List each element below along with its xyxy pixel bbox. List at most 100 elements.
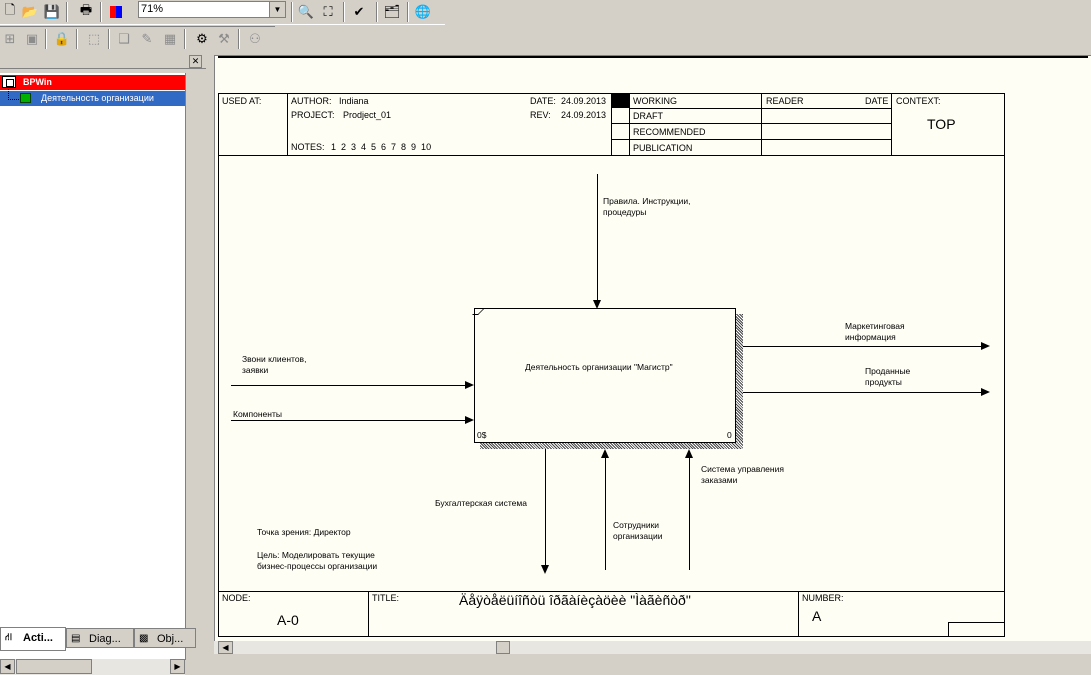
model-properties-icon[interactable]: ⚙ bbox=[196, 31, 208, 47]
open-folder-icon[interactable]: 📂 bbox=[21, 4, 39, 20]
arrow-head bbox=[593, 300, 601, 309]
secondary-toolbar: ⊞ ▣ 🔒 ⬚ ❑ ✎ ▦ ⚙ ⚒ ⚇ bbox=[0, 26, 275, 53]
date-label: DATE: bbox=[530, 96, 556, 106]
tab-objects[interactable]: ▩ Obj... bbox=[134, 628, 196, 648]
project-label: PROJECT: bbox=[291, 110, 335, 120]
viewpoint-text[interactable]: Точка зрения: Директор bbox=[257, 527, 351, 537]
input-label-1[interactable]: Звони клиентов, заявки bbox=[242, 354, 307, 375]
page-border bbox=[218, 56, 1088, 58]
divider bbox=[611, 123, 892, 124]
scroll-thumb[interactable] bbox=[16, 659, 92, 674]
navigator-icon[interactable]: 🌐 bbox=[414, 4, 432, 20]
close-icon[interactable]: ✕ bbox=[189, 55, 202, 68]
purpose-text[interactable]: Цель: Моделировать текущие бизнес-процес… bbox=[257, 550, 378, 571]
input-arrow-1[interactable] bbox=[231, 385, 465, 386]
tree-item-label: BPWin bbox=[23, 77, 52, 87]
status-working: WORKING bbox=[633, 96, 677, 106]
document-icon[interactable]: ❑ bbox=[118, 31, 130, 47]
activity-name[interactable]: Деятельность организации "Магистр" bbox=[525, 362, 673, 372]
canvas-horizontal-scrollbar[interactable]: ◀ bbox=[214, 641, 1091, 654]
tree-item-activity[interactable]: Деятельность организации bbox=[0, 89, 185, 106]
print-icon[interactable]: 🖶 bbox=[79, 3, 93, 18]
tab-diagrams[interactable]: ▤ Diag... bbox=[66, 628, 134, 648]
output-label-1[interactable]: Маркетинговая информация bbox=[845, 321, 905, 342]
new-file-icon[interactable]: 🗋 bbox=[4, 3, 16, 18]
rev-label: REV: bbox=[530, 110, 551, 120]
model-explorer-icon[interactable]: 🗂 bbox=[383, 4, 401, 20]
tab-label: Diag... bbox=[89, 633, 121, 645]
context-label: CONTEXT: bbox=[896, 96, 941, 106]
arrow-head bbox=[541, 565, 549, 574]
rev-value: 24.09.2013 bbox=[561, 110, 607, 120]
node-value: A-0 bbox=[277, 612, 299, 628]
divider bbox=[611, 139, 892, 140]
spell-check-icon[interactable]: ✔ bbox=[353, 4, 365, 20]
toolbar-separator bbox=[100, 2, 102, 22]
mechanism-label-2[interactable]: Система управления заказами bbox=[701, 464, 784, 485]
color-palette-icon[interactable] bbox=[106, 2, 126, 22]
arrow-head bbox=[465, 381, 474, 389]
control-arrow[interactable] bbox=[597, 174, 598, 300]
mechanism-arrow-1[interactable] bbox=[605, 458, 606, 570]
scroll-right-icon[interactable]: ▶ bbox=[170, 659, 185, 674]
control-label[interactable]: Правила. Инструкции, процедуры bbox=[603, 196, 691, 217]
objects-icon: ▩ bbox=[139, 633, 149, 644]
arrow-head bbox=[981, 342, 990, 350]
status-recommended: RECOMMENDED bbox=[633, 127, 706, 137]
people-icon[interactable]: ⚇ bbox=[249, 31, 261, 47]
divider bbox=[611, 93, 612, 156]
object-icon[interactable]: ▣ bbox=[25, 31, 39, 47]
diagram-icon: ▤ bbox=[71, 633, 81, 644]
scroll-left-icon[interactable]: ◀ bbox=[218, 641, 233, 654]
divider bbox=[287, 93, 288, 156]
working-marker bbox=[612, 94, 629, 108]
scroll-left-icon[interactable]: ◀ bbox=[0, 659, 15, 674]
diagram-canvas[interactable]: USED AT: AUTHOR: Indiana PROJECT: Prodje… bbox=[214, 55, 1091, 646]
input-label-2[interactable]: Компоненты bbox=[233, 409, 282, 419]
zoom-select[interactable]: 71% ▼ bbox=[138, 1, 286, 18]
cube-icon[interactable]: ⬚ bbox=[87, 31, 101, 47]
chevron-down-icon[interactable]: ▼ bbox=[269, 2, 285, 17]
model-tree[interactable]: BPWin Деятельность организации bbox=[0, 73, 186, 660]
toolbar-separator bbox=[66, 2, 68, 22]
arrow-head bbox=[981, 388, 990, 396]
lock-icon[interactable]: 🔒 bbox=[53, 31, 71, 47]
zoom-fit-icon[interactable]: ⛶ bbox=[323, 4, 333, 20]
diagram-title[interactable]: Äåÿòåëüíîñòü îðãàíèçàöèè "Ìàãèñòð" bbox=[459, 592, 691, 608]
notes-value: 1 2 3 4 5 6 7 8 9 10 bbox=[331, 142, 432, 152]
activities-icon: ⛙ bbox=[5, 632, 13, 643]
model-icon bbox=[2, 76, 16, 88]
tree-item-root[interactable]: BPWin bbox=[0, 75, 185, 90]
status-publication: PUBLICATION bbox=[633, 143, 693, 153]
scroll-thumb[interactable] bbox=[496, 641, 510, 654]
toolbar-separator bbox=[76, 29, 78, 49]
tree-horizontal-scrollbar[interactable]: ◀ ▶ bbox=[0, 659, 185, 675]
status-draft: DRAFT bbox=[633, 111, 663, 121]
zoom-in-icon[interactable]: 🔍 bbox=[297, 4, 315, 20]
activity-box[interactable] bbox=[472, 308, 736, 443]
tools-icon[interactable]: ⚒ bbox=[218, 31, 230, 47]
grid-icon[interactable]: ▦ bbox=[163, 31, 177, 47]
toolbar-separator bbox=[45, 29, 47, 49]
tree-connector bbox=[8, 89, 19, 100]
footer-corner-box bbox=[948, 622, 1005, 637]
toolbar-separator bbox=[343, 2, 345, 22]
edit-document-icon[interactable]: ✎ bbox=[141, 31, 153, 47]
arrow-head bbox=[465, 416, 474, 424]
bottom-output-label[interactable]: Бухгалтерская система bbox=[435, 498, 527, 508]
output-arrow-2[interactable] bbox=[743, 392, 983, 393]
output-arrow-1[interactable] bbox=[743, 346, 983, 347]
save-icon[interactable]: 💾 bbox=[43, 4, 61, 20]
toolbar-separator bbox=[407, 2, 409, 22]
add-object-icon[interactable]: ⊞ bbox=[4, 31, 16, 47]
tab-label: Obj... bbox=[157, 633, 184, 645]
divider bbox=[629, 93, 630, 156]
tab-activities[interactable]: ⛙ Acti... bbox=[0, 627, 66, 651]
notes-label: NOTES: bbox=[291, 142, 325, 152]
title-label: TITLE: bbox=[372, 593, 400, 603]
output-label-2[interactable]: Проданные продукты bbox=[865, 366, 911, 387]
mechanism-arrow-2[interactable] bbox=[689, 458, 690, 570]
mechanism-label-1[interactable]: Сотрудники организации bbox=[613, 520, 663, 541]
input-arrow-2[interactable] bbox=[231, 420, 465, 421]
bottom-output-arrow[interactable] bbox=[545, 449, 546, 565]
